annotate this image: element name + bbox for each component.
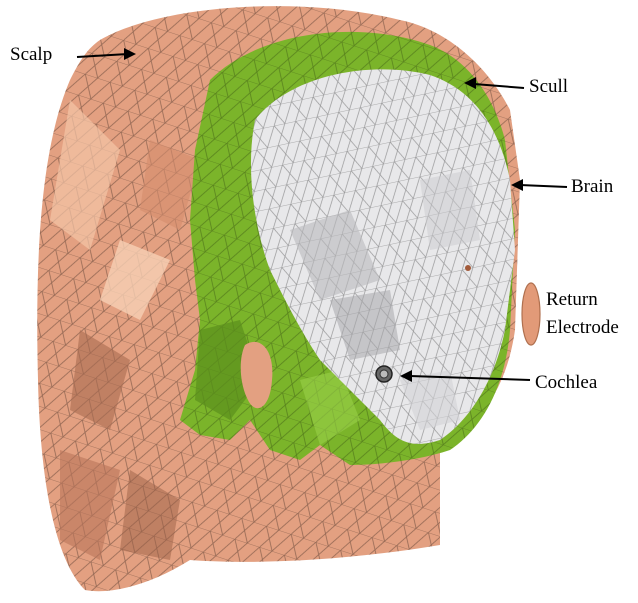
cochlea-label: Cochlea	[535, 372, 597, 394]
scalp-label: Scalp	[10, 44, 52, 66]
cochlea-marker	[376, 366, 392, 382]
scull-label: Scull	[529, 76, 568, 98]
return-electrode-label-line2: Electrode	[546, 317, 619, 339]
return-electrode-label-line1: Return	[546, 289, 598, 311]
brain-label: Brain	[571, 176, 613, 198]
return-electrode-shape	[522, 283, 540, 345]
